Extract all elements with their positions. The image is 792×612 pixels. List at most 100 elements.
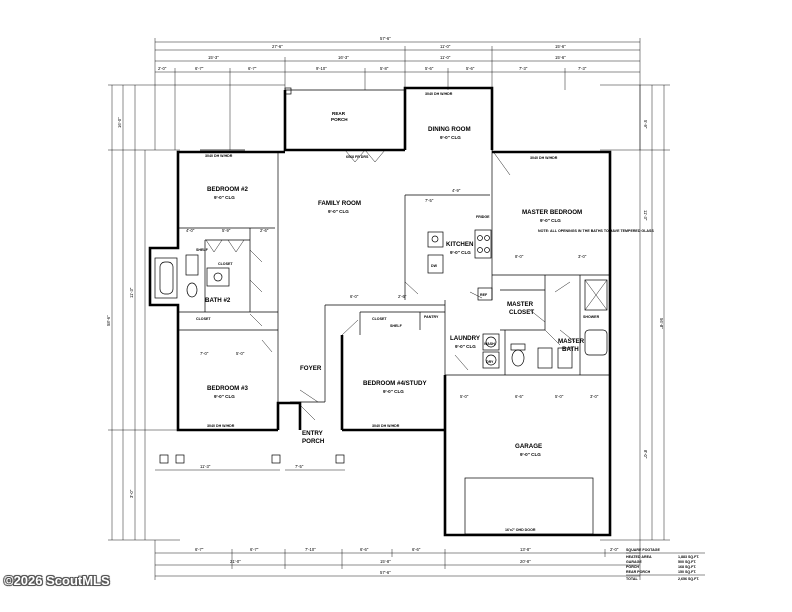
- dim-top2-c: 15'-6": [555, 44, 566, 49]
- dim-top4-g: 5'-6": [466, 66, 475, 71]
- rear-porch-label-2: PORCH: [331, 117, 348, 122]
- dim-left-c: 3'-0": [129, 489, 134, 498]
- family-room-ceiling: 9'-0" CLG: [328, 209, 349, 214]
- fridge-label: REF: [480, 293, 488, 297]
- fridge-space-label: FRIDGE: [476, 215, 490, 219]
- dishwasher-label: DW: [431, 264, 438, 268]
- bath2-label: BATH #2: [205, 297, 231, 304]
- door-rear: 6068 FR DRS: [346, 155, 369, 159]
- shower-label: SHOWER: [583, 315, 600, 319]
- master-bath-label-2: BATH: [562, 346, 579, 353]
- area-row-3-label: REAR PORCH: [626, 570, 651, 574]
- dim-bot1-b: 6'-7": [250, 547, 259, 552]
- interior-walls: [178, 150, 610, 430]
- dim-int-14: 3'-0": [590, 394, 599, 399]
- dim-int-12: 6'-6": [515, 394, 524, 399]
- window-labels: 3040 DH W/HDR 3040 DH W/HDR 3040 DH W/HD…: [200, 87, 575, 532]
- area-row-4-value: 2,656 SQ.FT.: [678, 577, 699, 581]
- bedroom4-ceiling: 9'-0" CLG: [383, 389, 404, 394]
- window-master: 3040 DH W/HDR: [530, 156, 558, 160]
- dim-bot2-b: 15'-8": [380, 559, 391, 564]
- dim-top3-a: 15'-3": [208, 55, 219, 60]
- fixtures: DW REF SHOWER: [154, 229, 608, 535]
- shelf-label-1: SHELF: [196, 248, 209, 252]
- dim-int-10: 3'-0": [578, 254, 587, 259]
- dim-bot1-d: 6'-6": [360, 547, 369, 552]
- area-row-2-label: PORCH: [626, 565, 639, 569]
- dim-overall-top: 57'-6": [380, 36, 391, 41]
- entry-porch-label: ENTRY: [302, 430, 324, 437]
- interior-dimensions: 4'-0" 5'-9" 2'-6" 7'-0" 5'-0" 6'-0" 2'-6…: [186, 188, 599, 469]
- bedroom2-ceiling: 9'-0" CLG: [214, 195, 235, 200]
- pantry-label: PANTRY: [424, 315, 439, 319]
- dim-bot2-a: 21'-0": [230, 559, 241, 564]
- dim-top4-d: 9'-10": [316, 66, 327, 71]
- dim-int-13: 5'-0": [555, 394, 564, 399]
- entry-porch-label-2: PORCH: [302, 438, 325, 445]
- master-bedroom-ceiling: 9'-0" CLG: [540, 218, 561, 223]
- window-bedroom4: 3040 DH W/HDR: [372, 424, 400, 428]
- master-closet-label-2: CLOSET: [509, 309, 534, 316]
- dim-int-3: 7'-0": [200, 351, 209, 356]
- bedroom4-label: BEDROOM #4/STUDY: [363, 380, 427, 387]
- dim-left-overall: 58'-6": [106, 315, 111, 326]
- dim-bot1-f: 13'-8": [520, 547, 531, 552]
- master-bedroom-label: MASTER BEDROOM: [522, 209, 582, 216]
- area-table: SQUARE FOOTAGE HEATED AREA 1,883 SQ.FT. …: [626, 548, 705, 581]
- master-closet-label: MASTER: [507, 301, 534, 308]
- dim-int-16: 7'-5": [295, 464, 304, 469]
- dim-int-0: 4'-0": [186, 228, 195, 233]
- dining-room-label: DINING ROOM: [428, 126, 471, 133]
- area-table-title: SQUARE FOOTAGE: [626, 548, 660, 552]
- dim-top2-a: 27'-6": [272, 44, 283, 49]
- area-row-4-label: TOTAL: [626, 577, 638, 581]
- family-room-label: FAMILY ROOM: [318, 200, 361, 207]
- dim-overall-bottom: 57'-6": [380, 570, 391, 575]
- dim-int-6: 2'-6": [398, 294, 407, 299]
- porch-posts: [155, 87, 345, 471]
- dim-right-c: 8'-0": [643, 450, 648, 459]
- dim-top3-d: 15'-6": [555, 55, 566, 60]
- dim-top4-b: 6'-7": [195, 66, 204, 71]
- dim-bot1-g: 2'-0": [610, 547, 619, 552]
- laundry-ceiling: 9'-0" CLG: [455, 344, 476, 349]
- dim-left-a: 16'-0": [117, 117, 122, 128]
- dim-int-8: 4'-9": [452, 188, 461, 193]
- washer-label: WASH: [484, 342, 495, 346]
- watermark: ©2026 ScoutMLS: [4, 573, 110, 588]
- laundry-label: LAUNDRY: [450, 335, 481, 342]
- dryer-label: DRY: [486, 360, 494, 364]
- dim-top4-i: 7'-3": [578, 66, 587, 71]
- side-dimensions: 58'-6" 16'-0" 11'-3" 3'-0" 56'-8" 5'-9" …: [106, 84, 670, 541]
- bottom-dimensions: 6'-7" 6'-7" 7'-10" 6'-6" 6'-6" 13'-8" 2'…: [154, 540, 641, 580]
- dim-int-7: 7'-5": [425, 198, 434, 203]
- area-row-0-value: 1,883 SQ.FT.: [678, 555, 699, 559]
- master-bath-label: MASTER: [558, 338, 585, 345]
- window-bedroom2: 3040 DH W/HDR: [205, 154, 233, 158]
- dim-int-15: 11'-3": [200, 464, 211, 469]
- dim-right-overall: 56'-8": [659, 318, 664, 329]
- dim-top4-e: 5'-8": [380, 66, 389, 71]
- rear-porch-label: REAR: [332, 111, 346, 116]
- dim-left-b: 11'-3": [129, 287, 134, 298]
- dining-room-ceiling: 9'-0" CLG: [440, 135, 461, 140]
- area-row-1-label: GARAGE: [626, 560, 642, 564]
- dim-bot1-e: 6'-6": [412, 547, 421, 552]
- area-row-3-value: 150 SQ.FT.: [678, 570, 696, 574]
- window-bedroom3: 3040 DH W/HDR: [207, 424, 235, 428]
- dim-int-5: 6'-0": [350, 294, 359, 299]
- dim-top3-b: 16'-3": [338, 55, 349, 60]
- dim-top4-h: 7'-3": [519, 66, 528, 71]
- dim-bot1-a: 6'-7": [195, 547, 204, 552]
- dim-int-9: 8'-0": [515, 254, 524, 259]
- shelf-label-2: SHELF: [390, 324, 403, 328]
- bath-glass-note: NOTE: ALL OPENINGS IN THE BATHS TO HAVE …: [538, 229, 654, 233]
- garage-door: 16'x7' OHD DOOR: [505, 528, 536, 532]
- closet-b4-label: CLOSET: [372, 317, 387, 321]
- garage-label: GARAGE: [515, 443, 542, 450]
- bedroom3-ceiling: 9'-0" CLG: [214, 394, 235, 399]
- area-row-2-value: 168 SQ.FT.: [678, 565, 696, 569]
- dim-int-11: 5'-0": [460, 394, 469, 399]
- dim-top4-f: 5'-6": [425, 66, 434, 71]
